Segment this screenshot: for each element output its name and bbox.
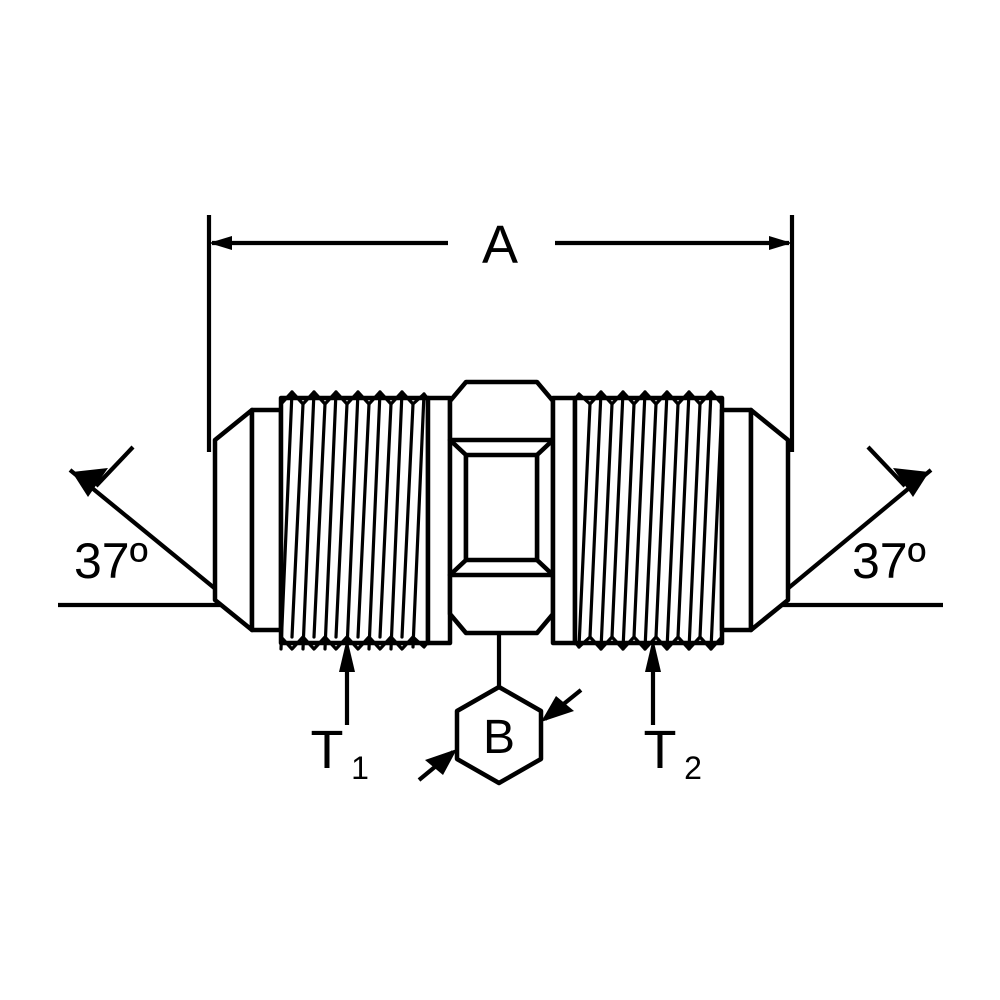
right-thread-flank — [577, 402, 592, 649]
hex-nut-bottom-band — [447, 572, 556, 636]
hex-nut-middle-band — [463, 452, 540, 563]
right-shoulder-band — [550, 395, 578, 646]
right-flare-angle: 37º — [772, 445, 943, 608]
left-threaded-section — [278, 390, 431, 651]
left-hex-body — [249, 407, 284, 633]
right-threaded-section — [572, 390, 725, 651]
left-thread-flank — [378, 402, 393, 639]
right-thread-flank — [687, 402, 702, 651]
b-arrow-upper-right-icon — [541, 696, 574, 722]
right-thread-flank — [632, 390, 647, 639]
b-label: B — [483, 711, 515, 764]
left-thread-flank — [400, 402, 415, 639]
left-thread-flank — [290, 402, 305, 639]
right-shoulder-outline — [550, 395, 578, 646]
right-thread-flank — [676, 390, 691, 639]
right-thread-flank — [654, 390, 669, 639]
right-angle-arrow-icon — [893, 468, 929, 497]
left-flare-angle: 37º — [58, 445, 231, 608]
left-angle-label: 37º — [74, 533, 148, 589]
right-thread-flank — [588, 390, 603, 639]
right-thread-flank — [665, 402, 680, 651]
left-flare-cone — [212, 407, 255, 633]
overall-length-dimension: A — [206, 215, 795, 452]
left-shoulder-band — [425, 395, 453, 646]
left-thread-flank — [389, 390, 404, 651]
b-arrow-lower-left-icon — [425, 749, 457, 775]
right-angle-leader-line — [772, 468, 933, 602]
right-thread-flank — [643, 402, 658, 651]
left-thread-callout: T 1 — [311, 638, 369, 786]
right-thread-flank — [599, 402, 614, 651]
left-thread-flank — [411, 392, 426, 649]
hex-size-callout: B — [417, 633, 583, 786]
left-thread-crests-bottom — [279, 635, 430, 651]
overall-length-label: A — [482, 215, 518, 275]
right-angle-label: 37º — [852, 533, 926, 589]
t2-arrow-icon — [645, 638, 661, 672]
t1-label: T — [311, 720, 344, 780]
left-body-outline — [249, 407, 284, 633]
left-thread-flank — [367, 390, 382, 651]
left-angle-leader-line — [68, 468, 231, 602]
left-thread-flank — [323, 390, 338, 651]
b-hexagon-balloon — [454, 684, 544, 786]
left-thread-flank — [312, 402, 327, 639]
right-hex-body — [719, 407, 754, 633]
hex-nut-right-chamfer — [534, 437, 556, 578]
left-thread-flank — [345, 390, 360, 651]
left-angle-arrow-icon — [72, 468, 108, 497]
left-thread-flank — [301, 390, 316, 651]
center-hex-nut — [447, 379, 556, 636]
right-angle-arrow-tail — [866, 445, 907, 488]
left-thread-flank — [334, 402, 349, 639]
hex-nut-top-band — [447, 379, 556, 443]
right-thread-flank — [610, 390, 625, 639]
hex-nut-left-chamfer — [447, 437, 469, 578]
t2-subscript: 2 — [684, 750, 702, 786]
t1-subscript: 1 — [351, 750, 369, 786]
right-body-outline — [719, 407, 754, 633]
right-flare-cone — [748, 407, 791, 633]
dimension-arrow-left-icon — [209, 236, 232, 250]
right-cone-outline — [748, 407, 791, 633]
t2-label: T — [644, 720, 677, 780]
t1-arrow-icon — [339, 638, 355, 672]
right-thread-callout: T 2 — [644, 638, 702, 786]
dimension-arrow-right-icon — [769, 236, 792, 250]
left-shoulder-outline — [425, 395, 453, 646]
left-thread-flank — [356, 402, 371, 639]
left-thread-flank — [279, 390, 294, 651]
left-angle-arrow-tail — [94, 445, 135, 488]
left-cone-outline — [212, 407, 255, 633]
right-thread-flank — [621, 402, 636, 651]
right-thread-flank — [698, 390, 713, 639]
